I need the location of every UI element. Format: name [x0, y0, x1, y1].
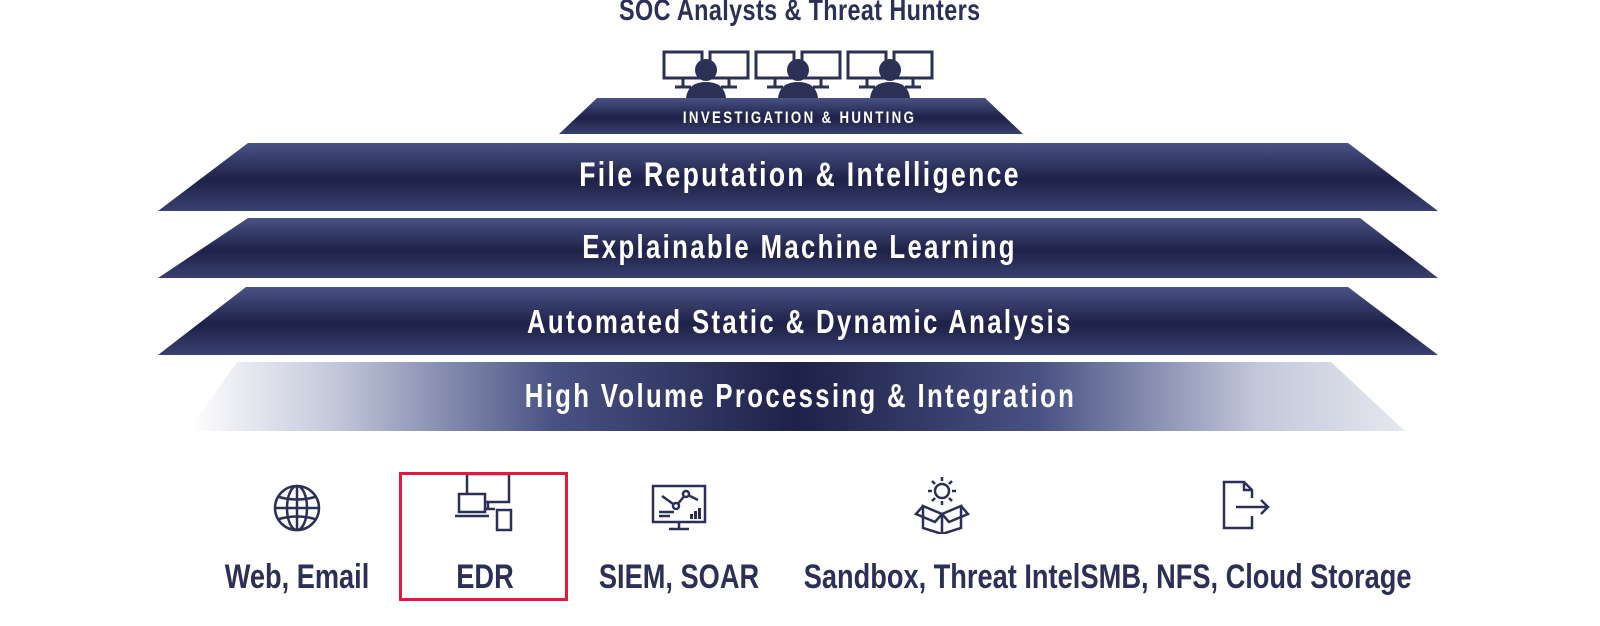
- layer-file-shape: [158, 143, 1438, 211]
- layer-label-processing: High Volume Processing & Integration: [524, 377, 1076, 414]
- edr-highlight-box: [399, 472, 568, 601]
- layer-investigation-shape: [559, 98, 1023, 134]
- source-label-siem-soar: SIEM, SOAR: [598, 558, 760, 596]
- layer-label-investigation: INVESTIGATION & HUNTING: [683, 108, 917, 127]
- source-label-sandbox-threat-intel: Sandbox, Threat Intel: [803, 558, 1081, 596]
- layer-label-file-reputation: File Reputation & Intelligence: [579, 156, 1021, 194]
- layer-analysis-shape: [158, 287, 1438, 355]
- layer-ml-shape: [158, 218, 1438, 278]
- layer-processing-shape: [188, 362, 1405, 431]
- source-sandbox-threat-intel: Sandbox, Threat Intel: [804, 477, 1080, 596]
- source-web-email: Web, Email: [225, 478, 369, 596]
- source-label-edr: EDR: [456, 558, 514, 596]
- source-smb-nfs-cloud: SMB, NFS, Cloud Storage: [1081, 478, 1411, 596]
- source-siem-soar: SIEM, SOAR: [599, 478, 759, 596]
- diagram-title: SOC Analysts & Threat Hunters: [619, 0, 981, 27]
- layer-label-analysis: Automated Static & Dynamic Analysis: [527, 303, 1073, 340]
- monitor-chart-icon: [651, 484, 707, 531]
- gear-box-icon: [913, 477, 971, 534]
- source-label-smb-nfs-cloud: SMB, NFS, Cloud Storage: [1080, 558, 1412, 596]
- layer-label-machine-learning: Explainable Machine Learning: [582, 228, 1018, 265]
- file-export-icon: [1222, 480, 1270, 530]
- source-label-web-email: Web, Email: [224, 558, 370, 596]
- analysts-workstations-icon: [662, 50, 934, 98]
- globe-icon: [273, 484, 321, 532]
